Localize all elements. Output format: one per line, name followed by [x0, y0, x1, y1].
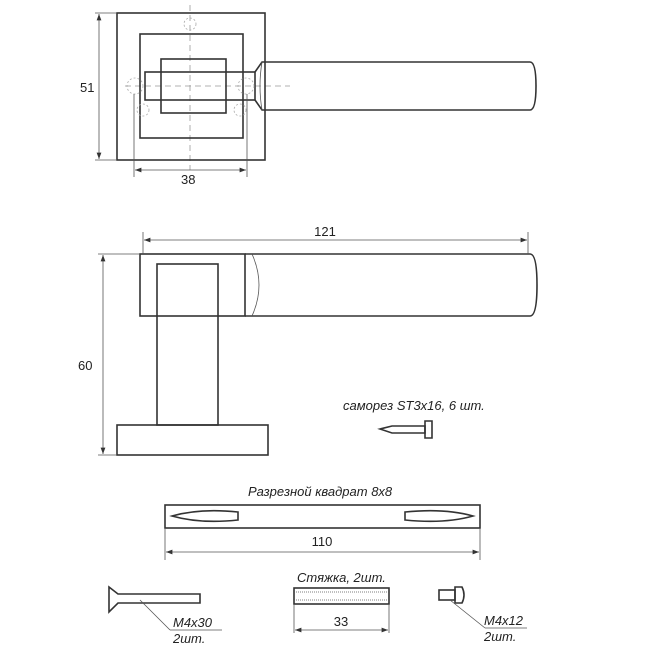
coupler-label: Стяжка, 2шт.: [297, 570, 386, 585]
bolt-short-qty: 2шт.: [483, 629, 516, 644]
top-view: 51 38: [80, 5, 537, 187]
dim-110: 110: [312, 534, 333, 549]
lever-base: [139, 253, 246, 317]
rosette-inner: [139, 33, 244, 139]
spindle-label: Разрезной квадрат 8х8: [248, 484, 393, 499]
dim-121: 121: [314, 224, 336, 239]
dim-33: 33: [334, 614, 348, 629]
side-view: 121 60: [78, 224, 538, 456]
self-tapping-screw: саморез ST3x16, 6 шт.: [343, 398, 485, 439]
coupler: Стяжка, 2шт. 33: [293, 570, 390, 633]
bolt-short-size: M4x12: [484, 613, 524, 628]
dim-51: 51: [80, 80, 94, 95]
bolt-m4x30: M4x30 2шт.: [108, 585, 222, 646]
screw-label: саморез ST3x16, 6 шт.: [343, 398, 485, 413]
rosette-outer: [116, 12, 266, 161]
rosette-side: [116, 424, 269, 456]
dim-38: 38: [181, 172, 195, 187]
dim-60: 60: [78, 358, 92, 373]
neck: [156, 263, 219, 426]
lever: [254, 61, 537, 111]
bolt-m4x12: M4x12 2шт.: [438, 586, 527, 644]
split-spindle: Разрезной квадрат 8х8 110: [164, 484, 481, 560]
bolt-long-qty: 2шт.: [172, 631, 205, 646]
bolt-long-size: M4x30: [173, 615, 213, 630]
lever-side: [245, 253, 538, 317]
